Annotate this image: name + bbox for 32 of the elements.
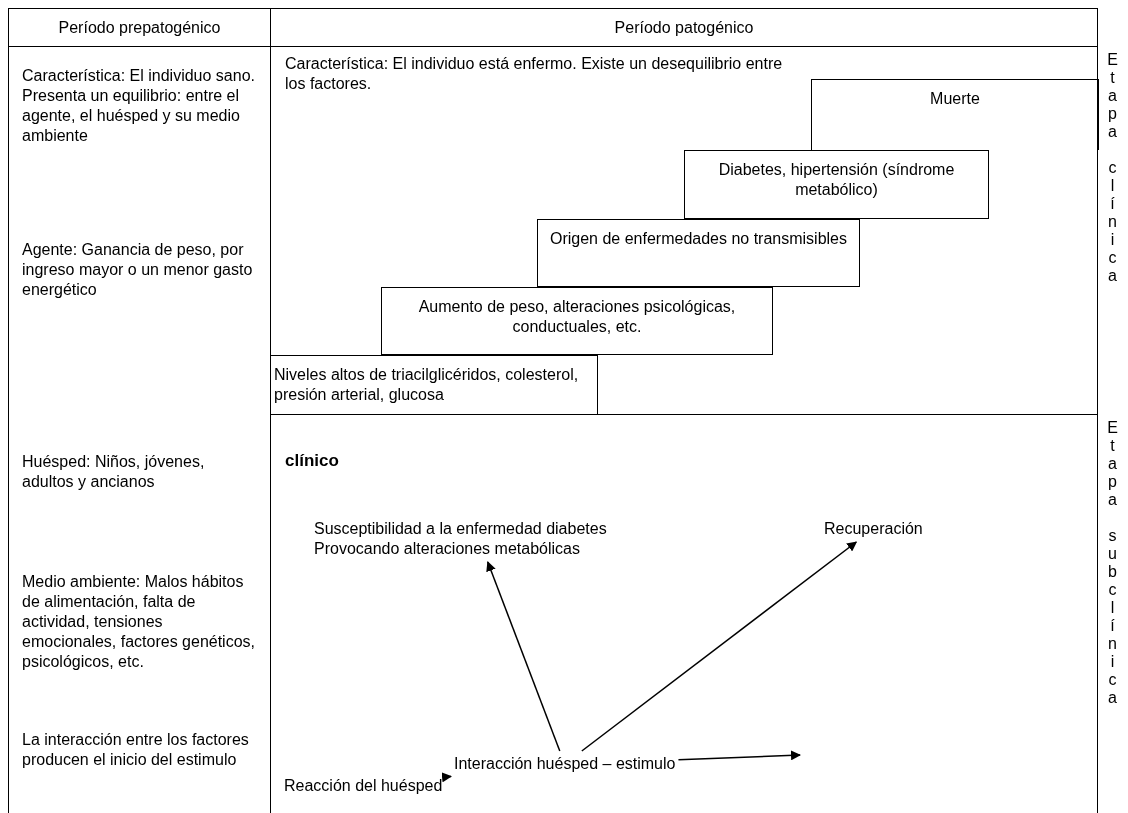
stage-step	[271, 355, 598, 415]
description-text: Característica: El individuo sano. Presenta un equilibrio: entre el agente, el huésped y su medio ambiente	[22, 66, 256, 146]
stage-text: Susceptibilidad a la enfermedad diabetes Provocando alteraciones metabólicas	[314, 519, 608, 559]
description-text: La interacción entre los factores producen el inicio del estimulo	[22, 730, 250, 770]
clinical-panel	[270, 46, 1098, 415]
stage-text: Interacción huésped – estimulo	[454, 754, 676, 774]
section-heading: clínico	[285, 451, 339, 471]
stage-text: Diabetes, hipertensión (síndrome metabólico)	[717, 160, 956, 200]
arrow	[441, 772, 452, 783]
stage-text: Reacción del huésped	[284, 776, 443, 796]
column-heading: Período patogénico	[613, 18, 755, 38]
description-text: Agente: Ganancia de peso, por ingreso mayor o un menor gasto energético	[22, 240, 254, 300]
stage-text: Aumento de peso, alteraciones psicológicas, conductuales, etc.	[417, 297, 737, 337]
stage-step	[381, 287, 773, 355]
description-text: Huésped: Niños, jóvenes, adultos y ancianos	[22, 452, 206, 492]
stage-text: Origen de enfermedades no transmisibles	[548, 229, 848, 249]
header-cell	[270, 8, 1098, 47]
stage-step	[684, 150, 989, 219]
header-cell	[8, 8, 271, 47]
stage-label: Etapa clínica	[1103, 51, 1122, 285]
stage-step	[537, 219, 860, 287]
arrow	[677, 750, 801, 761]
stage-text: Muerte	[929, 89, 981, 109]
arrow	[581, 541, 858, 752]
outcome-text: Recuperación	[824, 519, 923, 539]
description-text: Característica: El individuo está enfermo. Existe un desequilibrio entre los factores.	[285, 54, 784, 94]
stage-label: Etapa subclínica	[1103, 419, 1122, 707]
arrow	[486, 561, 561, 752]
stage-step	[811, 79, 1099, 150]
stage-text: Niveles altos de triacilglicéridos, colesterol, presión arterial, glucosa	[274, 365, 580, 405]
column-heading: Período prepatogénico	[57, 18, 222, 38]
description-text: Medio ambiente: Malos hábitos de alimentación, falta de actividad, tensiones emocionales, factores genéticos, psicológicos, etc.	[22, 572, 256, 672]
